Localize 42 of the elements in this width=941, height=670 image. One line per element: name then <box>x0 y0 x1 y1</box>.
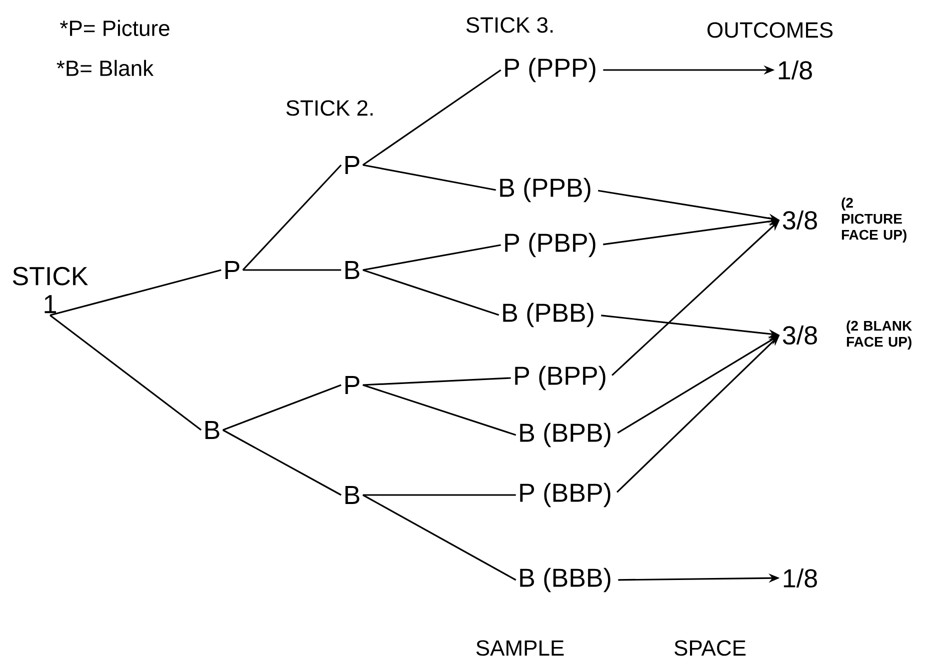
branch-line <box>50 269 222 316</box>
branch-line <box>222 384 342 431</box>
branch-line <box>362 164 496 191</box>
branch-line <box>362 69 502 166</box>
tree-label: 1/8 <box>778 60 812 80</box>
tree-label: B (BBB) <box>520 568 610 592</box>
tree-label: P <box>345 376 360 394</box>
tree-label: P (PBP) <box>505 232 596 258</box>
branch-line <box>50 314 202 431</box>
branch-line <box>222 429 342 496</box>
label: *P= Picture <box>60 20 170 36</box>
tree-label: P <box>225 261 240 279</box>
label: OUTCOMES <box>708 22 833 38</box>
label: SPACE <box>674 640 746 656</box>
branch-line <box>362 384 516 436</box>
tree-label: 3/8 <box>782 325 817 345</box>
tree-label: B (PBB) <box>503 302 594 328</box>
tree-label: P (PPP) <box>505 58 596 82</box>
tree-label: STICK 1 <box>12 266 88 314</box>
tree-label: B (BPB) <box>520 422 610 448</box>
tree-label: B <box>345 486 360 504</box>
tree-label: P <box>345 156 360 174</box>
branch-line <box>242 269 342 271</box>
tree-label: 1/8 <box>784 568 817 588</box>
tree-label: B (PPB) <box>500 178 590 202</box>
branch-line <box>362 494 516 581</box>
note: (2 PICTURE FACE UP) <box>842 197 906 243</box>
label: *B= Blank <box>56 60 154 76</box>
tree-label: B <box>205 421 220 439</box>
tree-label: P (BPP) <box>515 366 606 390</box>
branch-line <box>362 244 501 271</box>
tree-label: 3/8 <box>782 210 817 230</box>
tree-label: B <box>345 261 360 279</box>
label: SAMPLE <box>476 640 564 656</box>
branch-line <box>242 164 342 271</box>
label: STICK 2. <box>286 100 373 116</box>
note: (2 BLANK FACE UP) <box>846 320 912 350</box>
branch-line <box>362 377 511 386</box>
branch-line <box>362 269 500 316</box>
label: STICK 3. <box>466 17 553 33</box>
tree-label: P (BBP) <box>520 482 610 508</box>
branch-line <box>362 494 516 496</box>
